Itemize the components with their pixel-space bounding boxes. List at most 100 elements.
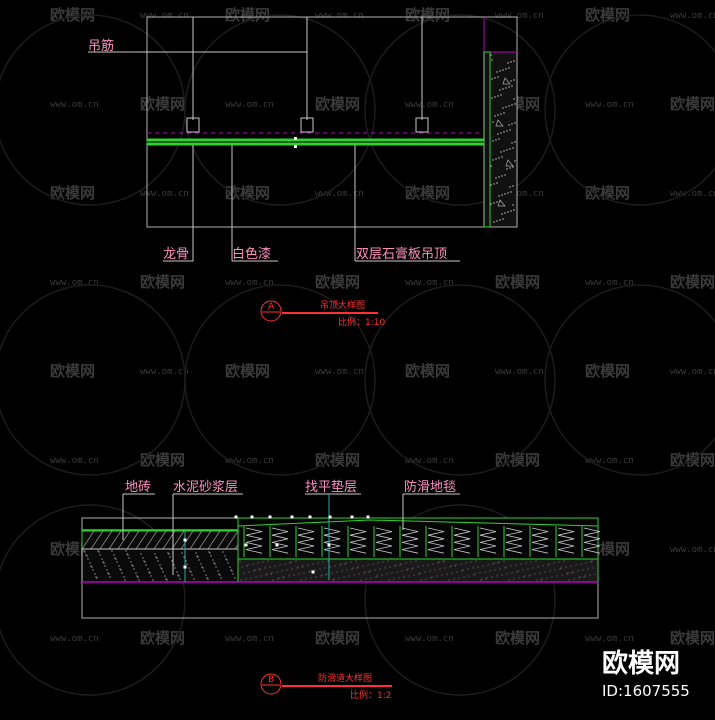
hatch-dot bbox=[270, 573, 272, 575]
leader-keel bbox=[163, 145, 194, 262]
hatch-dot bbox=[169, 556, 171, 558]
hatch-dot bbox=[442, 561, 444, 563]
hatch-dot bbox=[94, 573, 96, 575]
watermark-arc bbox=[364, 14, 556, 206]
hatch-dot bbox=[514, 160, 516, 162]
watermark-url: www.om.cn bbox=[585, 634, 634, 644]
hatch-dot bbox=[408, 575, 410, 577]
watermark-brand: 欧模网 bbox=[225, 6, 270, 24]
hatch-dot bbox=[312, 563, 314, 565]
hatch-line bbox=[198, 530, 212, 550]
title-text: 防滑道大样图 bbox=[318, 672, 372, 684]
hatch-line bbox=[108, 530, 122, 550]
hatch-dot bbox=[234, 577, 236, 579]
hatch-dot bbox=[253, 570, 255, 572]
watermark-brand: 欧模网 bbox=[495, 629, 540, 647]
carpet-pile bbox=[427, 527, 445, 554]
hatch-dot bbox=[99, 554, 101, 556]
hatch-dot bbox=[590, 561, 592, 563]
brand-id: ID:1607555 bbox=[602, 682, 690, 700]
hatch-dot bbox=[490, 165, 492, 167]
watermark-arc bbox=[364, 284, 556, 476]
hatch-dot bbox=[561, 574, 563, 576]
hatch-dot bbox=[511, 142, 513, 144]
hatch-line bbox=[180, 530, 194, 550]
hatch-dot bbox=[536, 579, 538, 581]
hatch-dot bbox=[513, 209, 515, 211]
hatch-dot bbox=[291, 568, 293, 570]
hatch-dot bbox=[490, 184, 492, 186]
hatch-dot bbox=[272, 579, 274, 581]
hatch-dot bbox=[140, 553, 142, 555]
hatch-dot bbox=[179, 578, 181, 580]
hatch-dot bbox=[510, 210, 512, 212]
hatch-dot bbox=[498, 561, 500, 563]
hatch-dot bbox=[481, 578, 483, 580]
hatch-dot bbox=[510, 80, 512, 82]
hatch-dot bbox=[492, 563, 494, 565]
hatch-dot bbox=[382, 561, 384, 563]
hatch-dot bbox=[513, 578, 515, 580]
watermark-brand: 欧模网 bbox=[225, 362, 270, 380]
hatch-dot bbox=[455, 564, 457, 566]
hatch-dot bbox=[451, 572, 453, 574]
watermark-url: www.om.cn bbox=[50, 634, 99, 644]
hatch-dot bbox=[212, 559, 214, 561]
hatch-dot bbox=[505, 68, 507, 70]
hatch-dot bbox=[133, 568, 135, 570]
hatch-dot bbox=[547, 564, 549, 566]
hatch-dot bbox=[191, 574, 193, 576]
hatch-dot bbox=[395, 564, 397, 566]
hatch-dot bbox=[367, 564, 369, 566]
hatch-dot bbox=[200, 563, 202, 565]
hatch-dot bbox=[411, 568, 413, 570]
carpet-pile bbox=[531, 527, 549, 554]
hatch-dot bbox=[554, 569, 556, 571]
hatch-dot bbox=[417, 566, 419, 568]
hatch-dot bbox=[308, 571, 310, 573]
hatch-dot bbox=[398, 577, 400, 579]
grip-point bbox=[234, 515, 238, 519]
watermark-arc bbox=[0, 504, 186, 696]
hatch-dot bbox=[461, 570, 463, 572]
hatch-dot bbox=[103, 562, 105, 564]
watermark-brand: 欧模网 bbox=[315, 273, 360, 291]
hatch-dot bbox=[570, 565, 572, 567]
hanger-clip bbox=[186, 117, 429, 133]
hatch-dot bbox=[504, 567, 506, 569]
hatch-dot bbox=[534, 573, 536, 575]
hatch-dot bbox=[207, 578, 209, 580]
hatch-dot bbox=[511, 572, 513, 574]
watermark-brand: 欧模网 bbox=[405, 6, 450, 24]
hatch-dot bbox=[205, 574, 207, 576]
hatch-dot bbox=[315, 576, 317, 578]
hatch-dot bbox=[453, 578, 455, 580]
watermark-brand: 欧模网 bbox=[315, 629, 360, 647]
hatch-dot bbox=[164, 575, 166, 577]
grip-point bbox=[294, 145, 297, 148]
hatch-dot bbox=[405, 562, 407, 564]
hatch-line bbox=[126, 530, 140, 550]
hatch-dot bbox=[97, 550, 99, 552]
hatch-dot bbox=[260, 575, 262, 577]
hatch-dot bbox=[250, 577, 252, 579]
hatch-dot bbox=[302, 565, 304, 567]
hatch-dot bbox=[206, 577, 208, 579]
hatch-dot bbox=[506, 149, 508, 151]
watermark-url: www.om.cn bbox=[495, 11, 544, 21]
hatch-dot bbox=[391, 572, 393, 574]
hatch-dot bbox=[203, 570, 205, 572]
watermark-url: www.om.cn bbox=[315, 189, 364, 199]
hatch-dot bbox=[418, 573, 420, 575]
hatch-dot bbox=[131, 564, 133, 566]
hatch-dot bbox=[178, 575, 180, 577]
hatch-dot bbox=[86, 555, 88, 557]
hatch-dot bbox=[496, 575, 498, 577]
label-mortar: 水泥砂浆层 bbox=[173, 480, 238, 495]
hatch-dot bbox=[589, 574, 591, 576]
grip-point bbox=[268, 515, 272, 519]
hatch-triangle bbox=[497, 199, 506, 207]
hatch-dot bbox=[491, 78, 493, 80]
watermark-url: www.om.cn bbox=[315, 367, 364, 377]
hatch-dot bbox=[167, 552, 169, 554]
